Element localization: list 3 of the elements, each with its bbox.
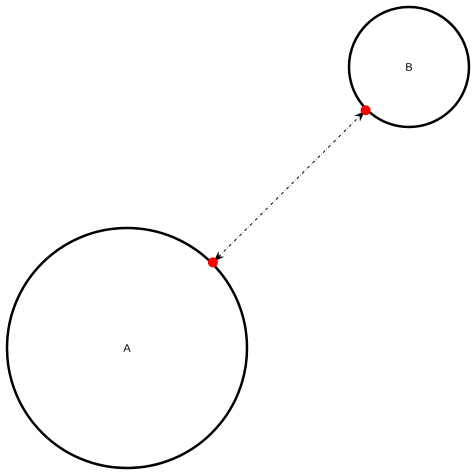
double-arrow [208, 105, 371, 268]
circle-node: B [348, 6, 470, 128]
circle-node: A [6, 226, 248, 470]
